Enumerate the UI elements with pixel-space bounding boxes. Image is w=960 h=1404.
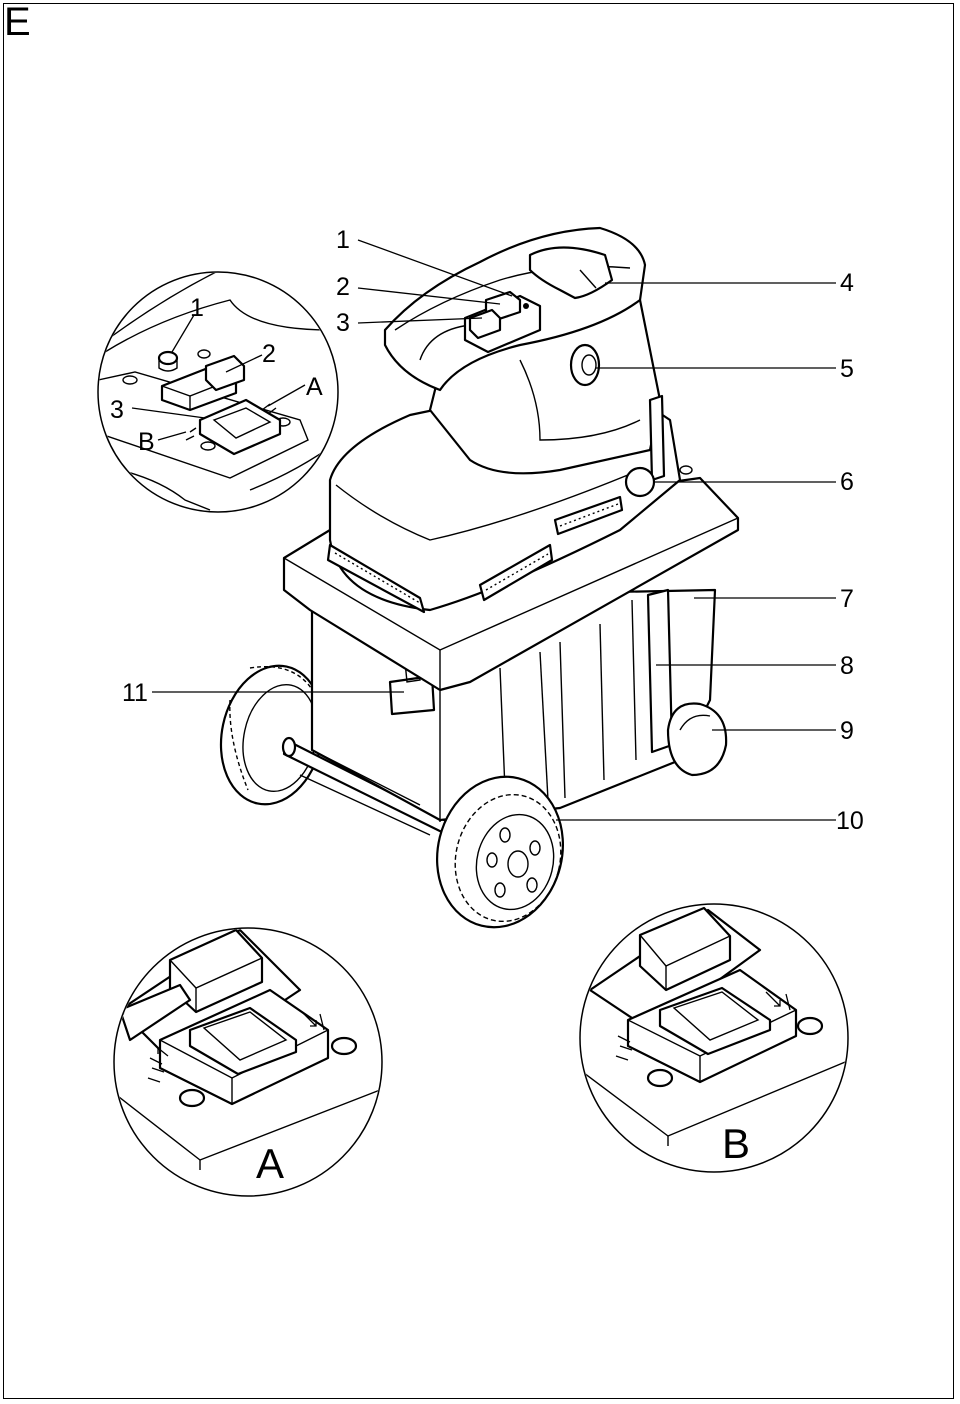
detail-b-label: B	[722, 1120, 750, 1167]
callout-3: 3	[336, 309, 350, 337]
inset-label-3: 3	[110, 396, 124, 424]
vent-slots	[326, 495, 624, 614]
page-frame	[3, 3, 954, 1399]
detail-view-a: A	[113, 927, 383, 1197]
control-panel	[463, 294, 542, 354]
adjust-knob	[569, 343, 601, 387]
inset-label-a: A	[306, 373, 323, 401]
callout-6: 6	[840, 468, 854, 496]
detail-view-b: B	[579, 903, 849, 1173]
detail-a-label: A	[256, 1140, 284, 1187]
callout-9: 9	[840, 717, 854, 745]
cable-holder	[666, 702, 728, 777]
side-handle	[388, 674, 436, 716]
callout-2: 2	[336, 273, 350, 301]
shredder-machine	[219, 226, 740, 929]
front-wheel	[435, 775, 565, 929]
callout-7: 7	[840, 585, 854, 613]
inset-label-2: 2	[262, 340, 276, 368]
callout-1: 1	[336, 226, 350, 254]
inset-label-1: 1	[190, 294, 204, 322]
callout-8: 8	[840, 652, 854, 680]
inset-label-b: B	[138, 428, 155, 456]
callout-11: 11	[122, 679, 148, 707]
rear-wheel	[219, 664, 325, 806]
inset-switch-closeup: 1 2 3 A B	[97, 271, 339, 513]
feed-opening	[528, 246, 614, 300]
callout-4: 4	[840, 269, 854, 297]
callout-10: 10	[836, 807, 864, 835]
callout-5: 5	[840, 355, 854, 383]
section-letter: E	[4, 0, 31, 44]
callout-leaders	[152, 239, 836, 821]
